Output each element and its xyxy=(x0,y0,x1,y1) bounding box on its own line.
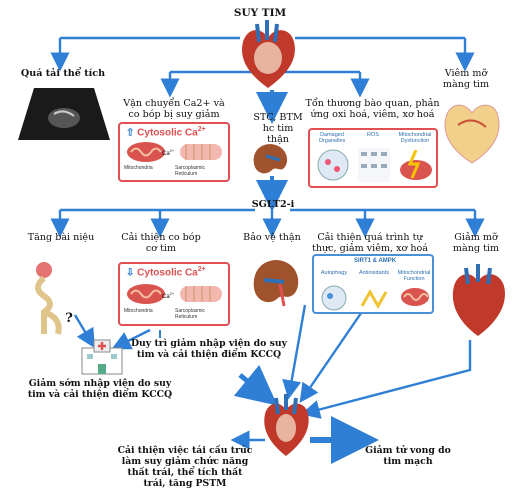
ca-label-mid: Ca2+ xyxy=(162,291,175,300)
kidney-icon-mid xyxy=(250,258,304,308)
early-hospitalization-outcome: Giảm sớm nhập viện do suy tim và cải thi… xyxy=(27,378,173,400)
ca-label-top: Ca2+ xyxy=(162,148,175,157)
up-arrow-icon: ⇧ xyxy=(126,127,135,139)
kidney-icon-top xyxy=(250,142,292,178)
autophagy-panel: SIRT1 & AMPK Autophagy Antioxidants Mito… xyxy=(312,254,434,314)
cytosolic-panel-top: ⇧ Cytosolic Ca2+ Mitochondria Sarcoplasm… xyxy=(118,122,230,182)
cytosolic-panel-mid: ⇩ Cytosolic Ca2+ Mitochondria Sarcoplasm… xyxy=(118,262,230,326)
mito-label-top: Mitochondria xyxy=(124,165,153,171)
damage-panel: Damaged Organelles ROS Mitochondrial Dys… xyxy=(308,128,438,188)
damaged-organelles-label: Damaged Organelles xyxy=(318,132,346,144)
hospital-icon xyxy=(78,338,126,376)
ros-table-icon xyxy=(358,148,390,186)
nephron-icon xyxy=(22,258,82,338)
ros-label: ROS xyxy=(367,132,379,138)
sr-label-mid: Sarcoplasmic Reticulum xyxy=(175,308,206,320)
contractility-label: Cải thiện co bóp cơ tim xyxy=(121,232,201,254)
autophagy-col-label: Autophagy xyxy=(320,270,348,276)
diagram-title: SUY TIM xyxy=(233,7,287,19)
healthy-mito-icon xyxy=(400,286,430,312)
cytosolic-title-mid: ⇩ Cytosolic Ca2+ xyxy=(126,266,206,279)
down-arrow-icon: ⇩ xyxy=(126,267,135,279)
mito-label-mid: Mitochondria xyxy=(124,308,153,314)
lightning-mito-icon xyxy=(398,149,434,186)
mito-function-label: Mitochondrial Function xyxy=(397,270,431,282)
echo-image xyxy=(14,84,114,144)
antioxidant-icon xyxy=(360,286,390,314)
sglt2-label: SGLT2-i xyxy=(251,199,295,210)
volume-overload-label: Quá tải thể tích xyxy=(20,68,106,79)
antioxidants-label: Antioxidants xyxy=(359,270,389,276)
fat-reduction-label: Giảm mỡ màng tim xyxy=(452,232,500,254)
mito-dysfunction-label: Mitochondrial Dysfunction xyxy=(398,132,432,144)
sr-label-top: Sarcoplasmic Reticulum xyxy=(175,165,206,177)
question-mark-1: ? xyxy=(65,311,73,326)
mitochondria-icon-mid xyxy=(126,283,166,309)
organelle-cell-icon xyxy=(316,148,350,186)
mitochondria-icon xyxy=(126,141,166,167)
mortality-outcome: Giảm tử vong do tim mạch xyxy=(365,445,451,467)
kidney-protection-label: Bảo vệ thận xyxy=(243,232,301,243)
maintained-hospitalization-outcome: Duy trì giảm nhập viện do suy tim và cải… xyxy=(130,338,287,360)
calcium-transport-label: Vận chuyển Ca2+ và co bóp bị suy giảm xyxy=(123,98,225,120)
cytosolic-title-top: ⇧ Cytosolic Ca2+ xyxy=(126,126,206,139)
sarcoplasmic-reticulum-icon-mid xyxy=(178,283,224,309)
diuresis-label: Tăng bài niệu xyxy=(27,232,95,243)
sirt1-label: SIRT1 & AMPK xyxy=(354,258,397,264)
heart-illustration-bottom xyxy=(260,392,312,458)
epicardial-inflammation-label: Viêm mỡ màng tim xyxy=(442,68,490,90)
autophagy-cell-icon xyxy=(320,284,348,316)
heart-illustration-top xyxy=(237,18,299,90)
remodeling-outcome: Cải thiện việc tái cấu trúc làm suy giảm… xyxy=(117,445,253,489)
autophagy-label: Cải thiện quá trình tự thực, giảm viêm, … xyxy=(311,232,429,254)
sarcoplasmic-reticulum-icon xyxy=(178,141,224,167)
heart-icon-mid xyxy=(448,262,508,338)
organelle-damage-label: Tổn thương bào quan, phản ứng oxi hoá, v… xyxy=(305,98,440,120)
fatty-heart-icon-top xyxy=(440,95,504,165)
stc-label: STC, BTM hc tim thận xyxy=(253,112,303,145)
